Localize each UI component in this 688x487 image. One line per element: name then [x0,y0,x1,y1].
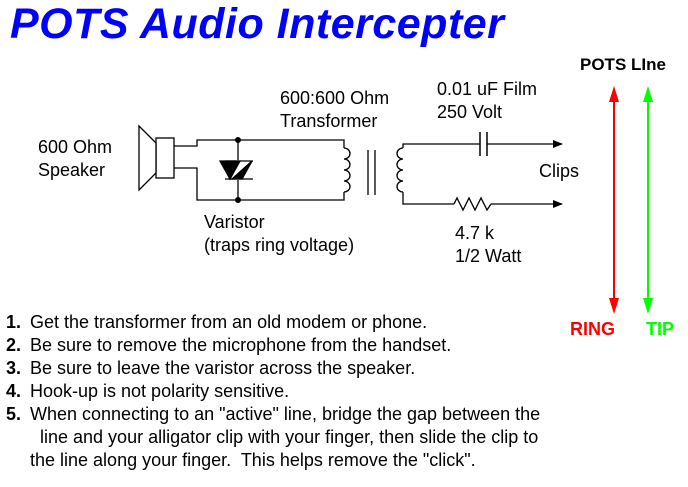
capacitor-symbol [479,132,488,156]
ring-label: RING [570,319,615,339]
instruction-step: 3. Be sure to leave the varistor across t… [6,357,540,380]
capacitor-label: 0.01 uF Film 250 Volt [437,79,538,122]
speaker-symbol [138,124,175,192]
step-number: 2. [6,335,22,355]
step-text: Get the transformer from an old modem or… [30,312,428,332]
clips-label: Clips [539,161,580,181]
speaker-label: 600 Ohm Speaker [38,137,113,180]
tip-line-arrow [643,86,653,314]
instruction-step: 4. Hook-up is not polarity sensitive. [6,380,540,403]
step-text: Be sure to remove the microphone from th… [30,335,452,355]
step-text: line and your alligator clip with your f… [30,427,539,447]
step-number: 3. [6,358,22,378]
resistor-label: 4.7 k 1/2 Watt [455,223,522,266]
varistor-label: Varistor (traps ring voltage) [204,212,355,255]
transformer-label: 600:600 Ohm Transformer [280,88,390,131]
ring-line-arrow [609,86,619,314]
speaker-wires [174,139,345,201]
instruction-step: 1. Get the transformer from an old modem … [6,311,540,334]
page-title: POTS Audio Intercepter [10,0,505,48]
instruction-step: 2. Be sure to remove the microphone from … [6,334,540,357]
step-text: Hook-up is not polarity sensitive. [30,381,290,401]
output-wires [402,140,563,208]
step-number: 4. [6,381,22,401]
step-text: Be sure to leave the varistor across the… [30,358,416,378]
resistor-symbol [453,196,492,212]
instruction-step: 5. When connecting to an "active" line, b… [6,403,540,472]
step-number: 1. [6,312,22,332]
varistor-symbol [218,160,253,181]
pots-line-label: POTS LIne [580,55,666,74]
step-number: 5. [6,404,22,424]
junction-dot-bottom [235,197,241,203]
step-text: When connecting to an "active" line, bri… [30,404,541,424]
junction-dot-top [235,137,241,143]
transformer-symbol [343,147,404,195]
tip-label: TIP [646,319,675,339]
instructions-list: 1. Get the transformer from an old modem … [6,311,540,472]
step-text: the line along your finger. This helps r… [30,450,476,470]
